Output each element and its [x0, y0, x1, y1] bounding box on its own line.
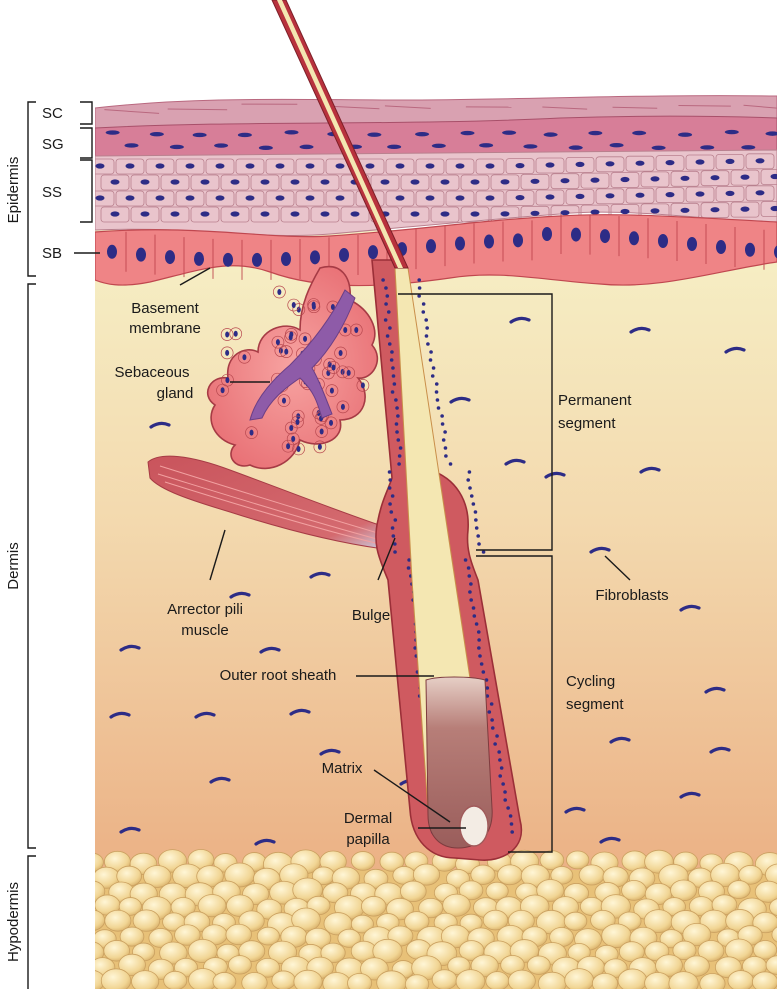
stratum-corneum-lines	[104, 103, 777, 114]
label-outer-root-sheath: Outer root sheath	[220, 667, 337, 684]
leader-lines	[179, 267, 631, 829]
hair-shaft	[271, 0, 409, 269]
svg-text:Sebaceous: Sebaceous	[114, 364, 189, 381]
sebaceous-gland	[206, 265, 379, 470]
stratum-spinosum-cells	[95, 153, 777, 223]
skin-cross-section	[95, 95, 777, 989]
label-sc: SC	[42, 105, 63, 122]
dermal-papilla	[459, 805, 489, 847]
svg-text:segment: segment	[566, 696, 624, 713]
label-dermis: Dermis	[5, 542, 22, 590]
svg-text:Permanent: Permanent	[558, 392, 632, 409]
label-sebaceous-gland: Sebaceous gland	[114, 364, 193, 402]
svg-text:muscle: muscle	[181, 622, 229, 639]
svg-text:Dermal: Dermal	[344, 810, 392, 827]
label-hypodermis: Hypodermis	[5, 882, 22, 962]
arrector-pili-muscle	[147, 455, 393, 551]
segment-brackets	[398, 293, 553, 853]
svg-text:membrane: membrane	[129, 320, 201, 337]
svg-text:gland: gland	[157, 385, 194, 402]
svg-text:papilla: papilla	[346, 831, 390, 848]
svg-text:segment: segment	[558, 415, 616, 432]
hair-follicle	[371, 259, 523, 861]
label-matrix: Matrix	[322, 760, 363, 777]
label-arrector-pili: Arrector pili muscle	[167, 601, 243, 639]
svg-text:Cycling: Cycling	[566, 673, 615, 690]
svg-text:Arrector pili: Arrector pili	[167, 601, 243, 618]
stratum-basale-cells	[107, 214, 777, 280]
side-brackets	[27, 101, 100, 989]
label-sg: SG	[42, 136, 64, 153]
label-fibroblasts: Fibroblasts	[595, 587, 668, 604]
label-ss: SS	[42, 184, 62, 201]
label-bulge: Bulge	[352, 607, 390, 624]
fibroblast-cells	[109, 316, 746, 846]
svg-text:Basement: Basement	[131, 300, 199, 317]
label-sb: SB	[42, 245, 62, 262]
label-permanent-segment: Permanent segment	[558, 392, 632, 432]
label-dermal-papilla: Dermal papilla	[344, 810, 392, 848]
stratum-granulosum-cells	[105, 129, 777, 151]
hypodermis-fat	[95, 849, 777, 989]
label-basement-membrane: Basement membrane	[129, 300, 201, 337]
label-epidermis: Epidermis	[5, 157, 22, 224]
label-cycling-segment: Cycling segment	[566, 673, 624, 713]
